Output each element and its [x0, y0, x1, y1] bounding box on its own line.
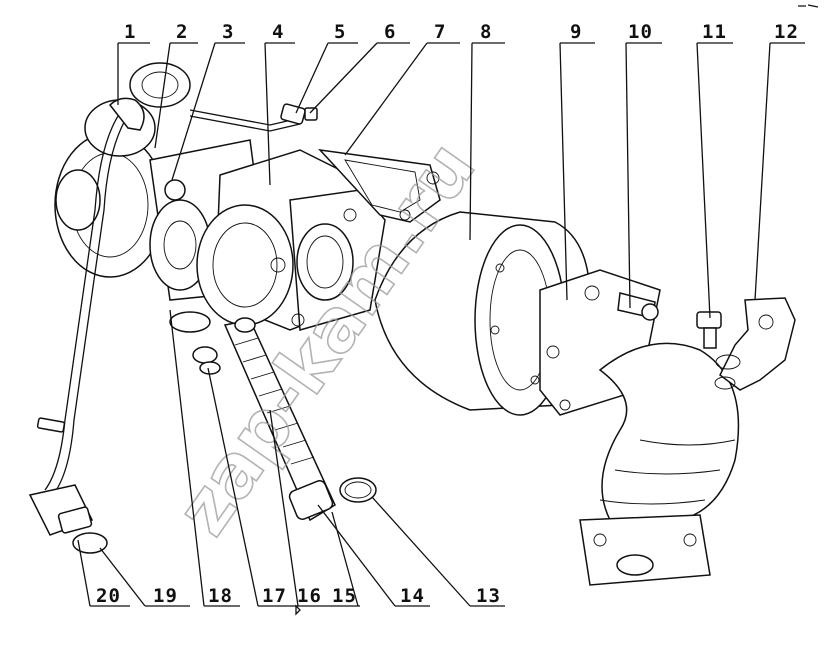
callout-labels: 1 2 3 4 5 6 7 8 9 10 11 12 20 19 18 17 1… — [96, 21, 799, 607]
callout-1: 1 — [124, 21, 136, 43]
callout-7: 7 — [434, 21, 446, 43]
callout-2: 2 — [176, 21, 188, 43]
callout-20: 20 — [96, 585, 121, 607]
flange-and-elbow — [539, 269, 740, 586]
hose-corrugations — [234, 337, 315, 465]
callout-8: 8 — [480, 21, 492, 43]
callout-16: 16 — [297, 585, 322, 607]
callout-4: 4 — [272, 21, 284, 43]
callout-18: 18 — [208, 585, 233, 607]
callout-14: 14 — [400, 585, 425, 607]
callout-6: 6 — [384, 21, 396, 43]
callout-3: 3 — [222, 21, 234, 43]
oil-return-and-lines — [28, 97, 377, 554]
leader-lines — [77, 42, 805, 616]
callout-9: 9 — [570, 21, 582, 43]
callout-19: 19 — [153, 585, 178, 607]
catalytic-converter — [374, 211, 591, 416]
bracket-and-bolt — [696, 297, 796, 391]
callout-5: 5 — [334, 21, 346, 43]
callout-12: 12 — [774, 21, 799, 43]
callout-17: 17 — [262, 585, 287, 607]
callout-10: 10 — [628, 21, 653, 43]
turbocharger-assembly — [54, 62, 441, 331]
callout-11: 11 — [702, 21, 727, 43]
callout-13: 13 — [476, 585, 501, 607]
callout-15: 15 — [332, 585, 357, 607]
corner-mark — [798, 4, 819, 8]
